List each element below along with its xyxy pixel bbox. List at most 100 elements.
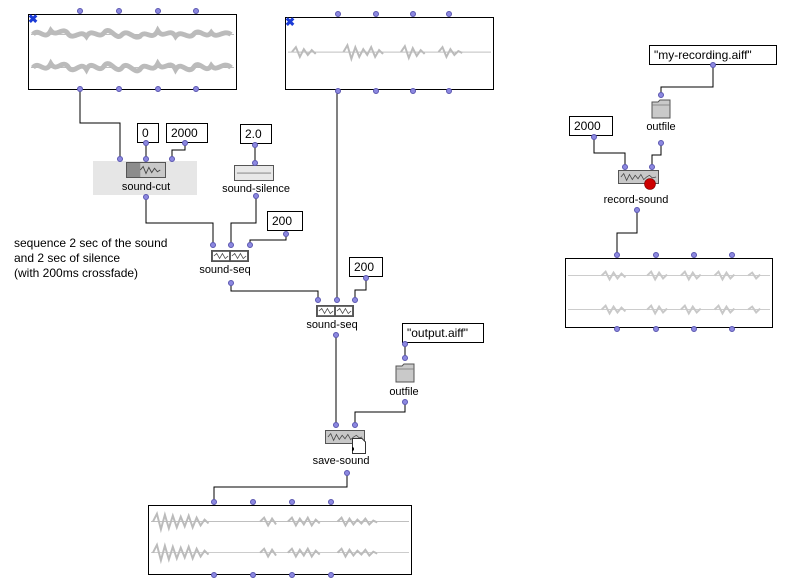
sound-box-4[interactable] [565, 258, 773, 328]
sound-seq-1-crossfade-value[interactable]: 200 [267, 211, 303, 231]
inlet[interactable] [252, 160, 258, 166]
folder-icon[interactable] [395, 361, 415, 383]
sound-seq-1-icon[interactable] [211, 250, 249, 262]
inlet[interactable] [410, 11, 416, 17]
inlet[interactable] [729, 252, 735, 258]
outfile-1-label: outfile [389, 386, 419, 398]
outlet[interactable] [658, 140, 664, 146]
outlet[interactable] [446, 88, 452, 94]
waveform-icon [30, 25, 235, 75]
outlet[interactable] [143, 140, 149, 146]
outlet[interactable] [253, 193, 259, 199]
outlet[interactable] [228, 280, 234, 286]
inlet[interactable] [653, 252, 659, 258]
outlet[interactable] [335, 88, 341, 94]
outlet[interactable] [252, 142, 258, 148]
document-icon [352, 438, 366, 454]
outlet[interactable] [591, 134, 597, 140]
outlet[interactable] [143, 194, 149, 200]
inlet[interactable] [247, 242, 253, 248]
inlet[interactable] [334, 297, 340, 303]
sound-seq-2-crossfade-value[interactable]: 200 [349, 257, 383, 277]
inlet[interactable] [335, 11, 341, 17]
inlet[interactable] [373, 11, 379, 17]
outlet[interactable] [328, 572, 334, 578]
outlet[interactable] [250, 572, 256, 578]
waveform-icon [317, 306, 353, 316]
inlet[interactable] [333, 422, 339, 428]
outlet[interactable] [289, 572, 295, 578]
sound-cut-end-value[interactable]: 2000 [166, 123, 208, 143]
inlet[interactable] [143, 156, 149, 162]
close-icon[interactable]: ✖ [28, 12, 39, 26]
inlet[interactable] [289, 499, 295, 505]
save-sound-label: save-sound [312, 455, 370, 467]
outlet[interactable] [363, 275, 369, 281]
sound-silence-duration-value[interactable]: 2.0 [240, 124, 272, 144]
outlet[interactable] [116, 86, 122, 92]
wire-silence-to-seq [230, 195, 257, 243]
sound-cut-icon[interactable] [126, 162, 166, 178]
outlet[interactable] [614, 326, 620, 332]
outfile-2-filename[interactable]: "my-recording.aiff" [649, 45, 777, 65]
outlet[interactable] [211, 572, 217, 578]
sound-cut-label: sound-cut [121, 181, 171, 193]
inlet[interactable] [117, 156, 123, 162]
inlet[interactable] [691, 252, 697, 258]
inlet[interactable] [352, 297, 358, 303]
record-sound-duration-value[interactable]: 2000 [569, 116, 613, 136]
outlet[interactable] [402, 399, 408, 405]
sound-seq-2-icon[interactable] [316, 305, 354, 317]
waveform-icon [567, 269, 771, 316]
outlet[interactable] [333, 332, 339, 338]
inlet[interactable] [77, 8, 83, 14]
wire-recfile-to-folder [660, 66, 714, 95]
inlet[interactable] [352, 422, 358, 428]
inlet[interactable] [193, 8, 199, 14]
outlet[interactable] [77, 86, 83, 92]
outlet[interactable] [344, 470, 350, 476]
inlet[interactable] [169, 156, 175, 162]
outlet[interactable] [410, 88, 416, 94]
inlet[interactable] [250, 499, 256, 505]
outlet[interactable] [634, 207, 640, 213]
inlet[interactable] [614, 252, 620, 258]
close-icon[interactable]: ✖ [285, 15, 296, 29]
sound-box-3[interactable] [148, 505, 412, 575]
waveform-icon [127, 163, 161, 177]
inlet[interactable] [658, 92, 664, 98]
inlet[interactable] [446, 11, 452, 17]
folder-icon[interactable] [651, 97, 671, 119]
outfile-1-filename[interactable]: "output.aiff" [402, 323, 484, 343]
inlet[interactable] [315, 297, 321, 303]
outlet[interactable] [710, 62, 716, 68]
outlet[interactable] [155, 86, 161, 92]
sound-box-1[interactable] [28, 14, 237, 90]
outlet[interactable] [283, 231, 289, 237]
inlet[interactable] [210, 242, 216, 248]
inlet[interactable] [649, 164, 655, 170]
patch-comment: sequence 2 sec of the sound and 2 sec of… [14, 236, 168, 280]
inlet[interactable] [328, 499, 334, 505]
inlet[interactable] [116, 8, 122, 14]
wire-crossfade-to-seq [249, 236, 287, 243]
wire-record-to-sound [616, 210, 638, 257]
inlet[interactable] [622, 164, 628, 170]
outlet[interactable] [691, 326, 697, 332]
waveform-icon [236, 172, 272, 174]
wire-outfile2-to-record [651, 143, 662, 166]
inlet[interactable] [211, 499, 217, 505]
sound-box-2[interactable] [285, 17, 494, 90]
outlet[interactable] [182, 140, 188, 146]
outlet[interactable] [373, 88, 379, 94]
outlet[interactable] [402, 341, 408, 347]
outlet[interactable] [729, 326, 735, 332]
inlet[interactable] [228, 242, 234, 248]
outlet[interactable] [653, 326, 659, 332]
sound-silence-icon[interactable] [234, 165, 274, 181]
inlet[interactable] [155, 8, 161, 14]
outlet[interactable] [193, 86, 199, 92]
record-sound-label: record-sound [603, 194, 669, 206]
inlet[interactable] [402, 355, 408, 361]
record-icon[interactable] [644, 178, 656, 190]
